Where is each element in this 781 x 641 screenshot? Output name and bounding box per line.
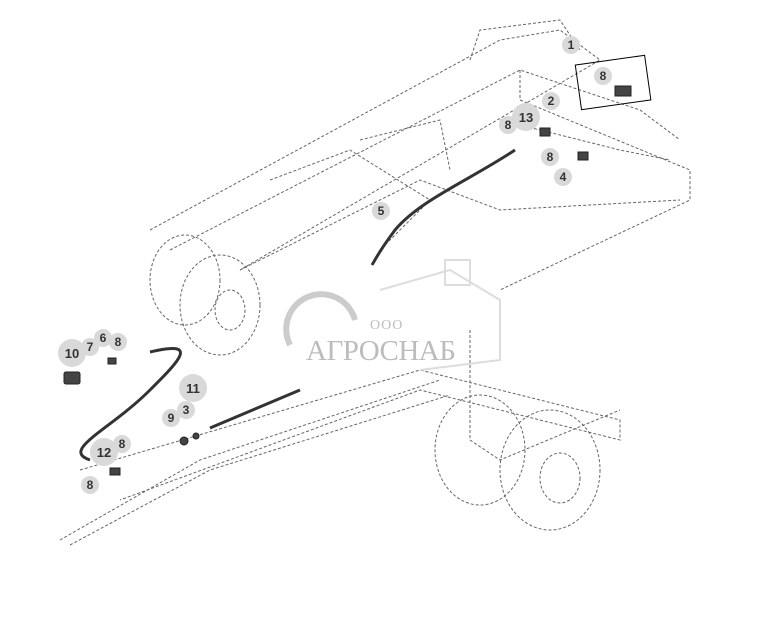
callout-3: 3 [177,401,195,419]
hose-11 [79,347,182,462]
hose-5 [370,148,516,266]
callout-5: 5 [372,202,390,220]
detail-box [574,54,652,111]
frame-cross2 [359,119,451,171]
callout-2: 2 [542,92,560,110]
watermark-gear [283,291,358,347]
callout-8: 8 [113,435,131,453]
frame-beam-upper [169,69,681,251]
frame-lower [239,179,681,271]
fitting-4 [577,151,589,161]
coupler-10 [63,371,81,385]
hose-front [209,388,301,430]
wheel-rear-outer [179,254,261,356]
callout-9: 9 [162,409,180,427]
callout-4: 4 [554,168,572,186]
wheel-hub-front [539,452,581,504]
callout-8: 8 [499,116,517,134]
watermark-combine [379,259,501,371]
callout-8: 8 [594,67,612,85]
frame-tower [469,19,581,61]
callout-11: 11 [179,374,207,402]
wheel-rear-inner [149,234,221,326]
watermark-logo-text: АГРОСНАБ [306,335,456,367]
frame-front [79,369,621,501]
fitting-6 [107,357,117,365]
callout-10: 10 [58,339,86,367]
wheel-hub-rear [214,289,246,331]
washer-9 [179,436,189,446]
callout-8: 8 [109,333,127,351]
fitting-13 [539,127,551,137]
callout-12: 12 [90,438,118,466]
callout-1: 1 [562,36,580,54]
nut-3 [192,432,200,440]
callout-6: 6 [94,329,112,347]
frame-beam-rear [149,29,601,271]
frame-arm [469,330,621,461]
frame-tongue2 [69,394,451,546]
wheel-front-inner [434,394,526,506]
frame-tongue [59,379,441,541]
fitting-12 [109,467,121,476]
frame-side [499,70,691,291]
valve-8 [614,85,632,97]
watermark-prefix: ООО [370,318,404,333]
callout-8: 8 [541,148,559,166]
wheel-front-outer [499,409,601,531]
frame-cross [269,149,431,251]
callout-8: 8 [81,476,99,494]
